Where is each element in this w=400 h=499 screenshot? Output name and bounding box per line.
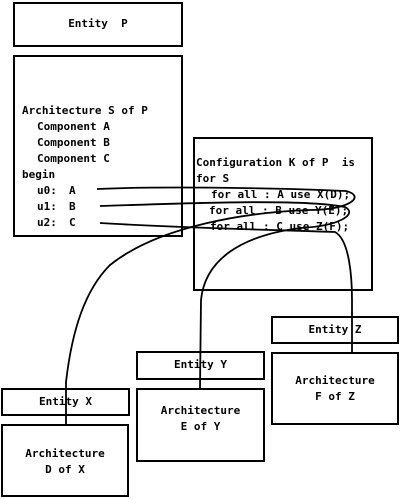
instance-u1-label: u1: [37,200,57,213]
entity-p-box: Entity P [13,2,183,47]
instance-u2-comp: C [69,216,76,229]
entity-x-label: Entity X [39,395,92,408]
entity-z-label: Entity Z [308,323,362,336]
component-b-decl: Component B [37,136,110,149]
architecture-d-line1: Architecture [25,447,105,460]
instance-u1-comp: B [69,200,76,213]
configuration-k-line2: for S [196,172,230,185]
binding-b: for all : B use Y(E); [209,204,349,217]
instance-u0-comp: A [69,184,76,197]
architecture-e-line2: E of Y [180,420,221,433]
architecture-s-header: Architecture S of P [22,104,148,117]
entity-x-box: Entity X [1,388,130,416]
binding-c: for all : C use Z(F); [210,220,350,233]
entity-p-label: Entity P [68,17,128,30]
instance-u0-label: u0: [37,184,57,197]
architecture-s-box: Architecture S of P Component A Componen… [13,55,183,237]
architecture-f-box: Architecture F of Z [271,352,399,425]
architecture-f-line1: Architecture [295,374,375,387]
architecture-d-box: Architecture D of X [1,424,129,497]
instance-u2-label: u2: [37,216,57,229]
configuration-k-line1: Configuration K of P is [196,156,355,169]
entity-y-label: Entity Y [174,358,227,371]
entity-z-box: Entity Z [271,316,399,344]
binding-a: for all : A use X(D); [211,188,351,201]
begin-keyword: begin [22,168,56,181]
component-c-decl: Component C [37,152,110,165]
configuration-k-box: Configuration K of P is for S for all : … [193,137,373,291]
architecture-e-line1: Architecture [160,404,241,417]
architecture-d-line2: D of X [45,463,85,476]
architecture-f-line2: F of Z [315,390,355,403]
entity-y-box: Entity Y [136,351,265,380]
component-a-decl: Component A [37,120,110,133]
architecture-e-box: Architecture E of Y [136,388,265,462]
